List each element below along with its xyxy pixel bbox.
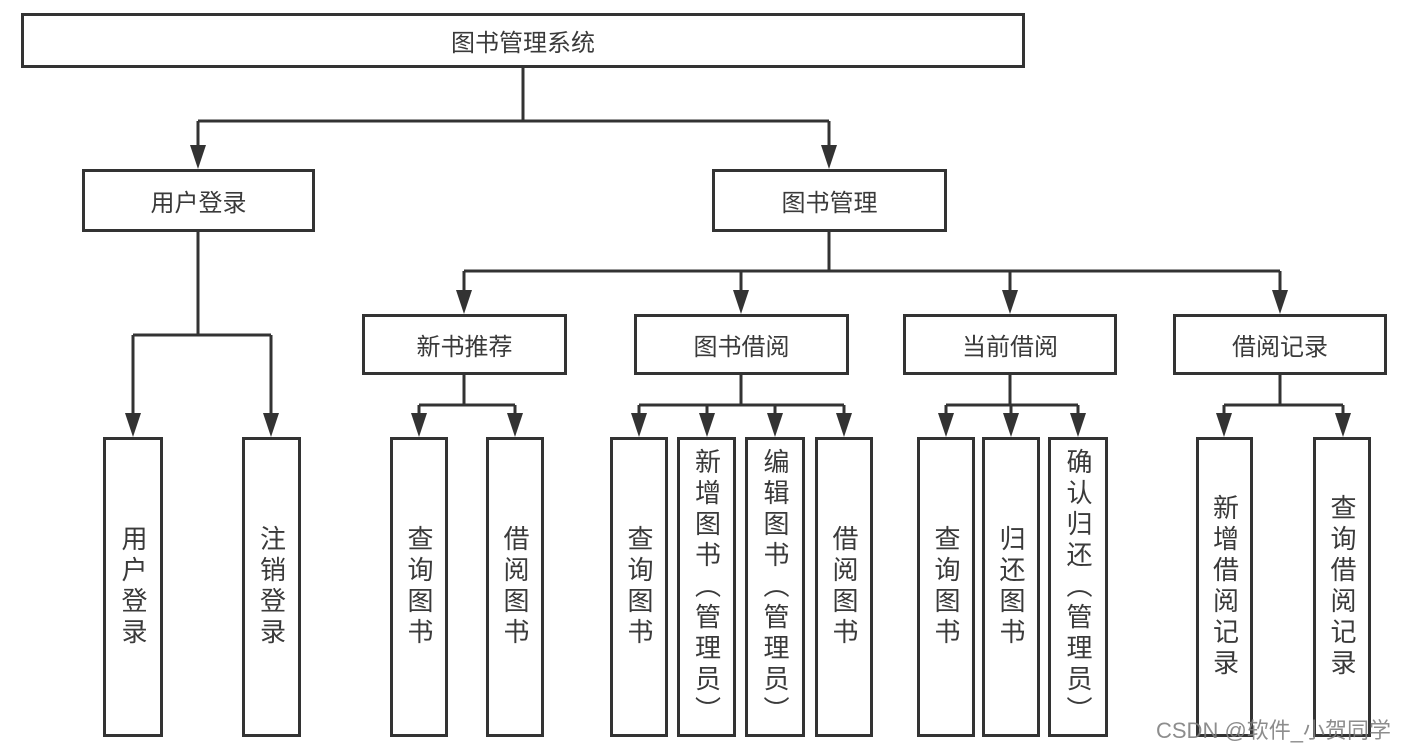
node-book-borrow: 图书借阅 <box>634 314 849 375</box>
arrowhead <box>733 290 749 314</box>
node-new-book-recommend: 新书推荐 <box>362 314 567 375</box>
arrowhead <box>190 145 206 169</box>
node-label: 归还图书 <box>996 525 1026 649</box>
node-label: 借阅记录 <box>1232 334 1328 361</box>
arrowhead <box>836 413 852 437</box>
leaf-borrow-books-recommend: 借阅图书 <box>486 437 544 737</box>
arrowhead <box>411 413 427 437</box>
leaf-query-books-recommend: 查询图书 <box>390 437 448 737</box>
node-label: 借阅图书 <box>829 525 859 649</box>
leaf-return-books: 归还图书 <box>982 437 1040 737</box>
arrowhead <box>1216 413 1232 437</box>
node-label: 新增借阅记录 <box>1209 494 1240 680</box>
node-label: 用户登录 <box>150 190 247 217</box>
node-label: 查询图书 <box>624 525 654 649</box>
node-label: 借阅图书 <box>500 525 530 649</box>
leaf-logout: 注销登录 <box>242 437 301 737</box>
connector-book-borrow-children <box>631 375 852 437</box>
node-label: 图书管理 <box>781 190 878 217</box>
node-label: 新书推荐 <box>416 334 513 361</box>
node-book-management: 图书管理 <box>712 169 947 232</box>
node-label: 新增图书（管理员） <box>691 447 722 727</box>
node-current-borrow: 当前借阅 <box>903 314 1117 375</box>
connector-root-to-level2 <box>190 68 837 169</box>
node-library-system-root: 图书管理系统 <box>21 13 1025 68</box>
leaf-query-books-current: 查询图书 <box>917 437 975 737</box>
arrowhead <box>1070 413 1086 437</box>
node-label: 当前借阅 <box>962 334 1058 361</box>
arrowhead <box>767 413 783 437</box>
node-label: 编辑图书（管理员） <box>760 447 790 727</box>
node-label: 查询图书 <box>931 525 961 649</box>
arrowhead <box>507 413 523 437</box>
arrowhead <box>699 413 715 437</box>
node-label: 查询借阅记录 <box>1327 494 1357 680</box>
node-label: 注销登录 <box>256 525 287 649</box>
arrowhead <box>1002 290 1018 314</box>
node-user-login: 用户登录 <box>82 169 315 232</box>
leaf-edit-book-admin: 编辑图书（管理员） <box>745 437 805 737</box>
arrowhead <box>456 290 472 314</box>
arrowhead <box>821 145 837 169</box>
arrowhead <box>1272 290 1288 314</box>
leaf-borrow-books-borrow: 借阅图书 <box>815 437 873 737</box>
node-label: 确认归还（管理员） <box>1063 447 1093 727</box>
arrowhead <box>631 413 647 437</box>
connector-borrow-record-children <box>1216 375 1351 437</box>
node-label: 图书管理系统 <box>451 30 595 57</box>
node-label: 图书借阅 <box>693 334 790 361</box>
leaf-add-borrow-record: 新增借阅记录 <box>1196 437 1253 737</box>
node-label: 查询图书 <box>404 525 434 649</box>
arrowhead <box>125 413 141 437</box>
arrowhead <box>1003 413 1019 437</box>
leaf-query-books-borrow: 查询图书 <box>610 437 668 737</box>
connector-new-book-children <box>411 375 523 437</box>
csdn-watermark: CSDN @软件_小贺同学 <box>1156 718 1392 743</box>
arrowhead <box>263 413 279 437</box>
leaf-add-book-admin: 新增图书（管理员） <box>677 437 736 737</box>
leaf-query-borrow-record: 查询借阅记录 <box>1313 437 1371 737</box>
leaf-confirm-return-admin: 确认归还（管理员） <box>1048 437 1108 737</box>
connector-book-mgmt-children <box>456 232 1288 314</box>
connector-current-borrow-children <box>938 375 1086 437</box>
arrowhead <box>1335 413 1351 437</box>
leaf-user-login: 用户登录 <box>103 437 163 737</box>
arrowhead <box>938 413 954 437</box>
node-label: 用户登录 <box>118 525 148 649</box>
connector-user-login-children <box>125 232 279 437</box>
node-borrow-records: 借阅记录 <box>1173 314 1387 375</box>
